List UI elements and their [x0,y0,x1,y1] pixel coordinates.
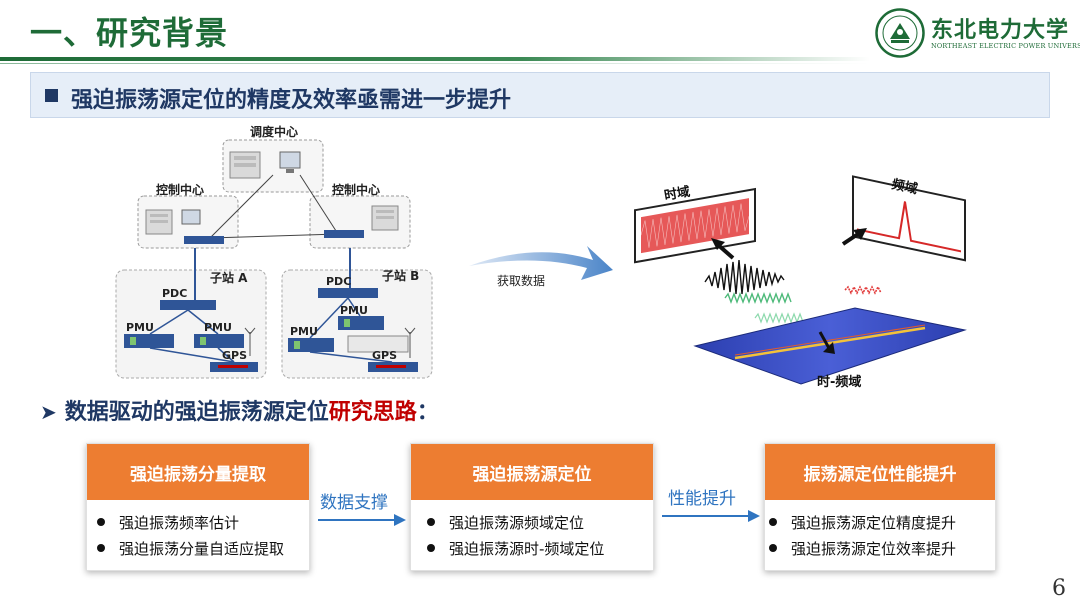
title-underline [0,57,870,61]
arrow-right-icon [318,514,406,526]
pmu-b2-label: PMU [340,304,368,317]
pmu-a1-label: PMU [126,321,154,334]
fetch-data-arrow-icon [469,246,613,280]
logo-english-name: NORTHEAST ELECTRIC POWER UNIVERSITY [931,42,1080,50]
list-item: 强迫振荡频率估计 [97,510,309,536]
pdc-b-label: PDC [326,275,351,288]
title-underline-thin [0,63,870,64]
connector-label-data-support: 数据支撑 [320,493,388,513]
time-frequency-illustration: 时域 频域 时-频域 [634,175,967,390]
key-point-banner: 强迫振荡源定位的精度及效率亟需进一步提升 [30,72,1050,118]
list-item: 强迫振荡源频域定位 [427,510,653,536]
connector-label-performance-up: 性能提升 [668,489,736,509]
flow-box-source-location: 强迫振荡源定位 强迫振荡源频域定位 强迫振荡源时-频域定位 [410,443,654,571]
fetch-data-label: 获取数据 [497,274,546,288]
flow-box-performance: 振荡源定位性能提升 强迫振荡源定位精度提升 强迫振荡源定位效率提升 [764,443,996,571]
research-idea-heading: ➤ 数据驱动的强迫振荡源定位研究思路： [40,394,439,426]
control-center-left-label: 控制中心 [156,182,204,197]
measurement-network-diagram: 调度中心 控制中心 控制中心 子站 A 子站 B PDC PDC PMU PMU… [115,124,433,379]
page-title: 一、研究背景 [30,14,229,52]
dispatch-center-label: 调度中心 [250,124,298,139]
pmu-a2-device [194,334,244,348]
heading-tail-text: ： [416,400,439,425]
flow-box-title: 强迫振荡分量提取 [87,444,309,500]
heading-highlight-text: 研究思路 [328,400,417,425]
pmu-a1-device [124,334,174,348]
list-item: 强迫振荡源时-频域定位 [427,536,653,562]
university-seal-icon [875,8,925,58]
substation-a-label: 子站 A [210,270,248,285]
gps-b-label: GPS [372,349,397,362]
square-bullet-icon [45,89,58,102]
time-domain-label: 时域 [663,184,691,204]
frequency-domain-label: 频域 [890,176,919,197]
page-number: 6 [1052,576,1066,601]
substation-a-box [115,269,267,379]
logo-chinese-name: 东北电力大学 [931,17,1070,43]
gps-a-label: GPS [222,349,247,362]
flow-box-title: 强迫振荡源定位 [411,444,653,500]
substation-b-label: 子站 B [382,268,419,283]
list-item: 强迫振荡源定位精度提升 [769,510,995,536]
pdc-a-device [160,300,216,310]
heading-main-text: 数据驱动的强迫振荡源定位 [64,400,329,425]
flow-box-component-extraction: 强迫振荡分量提取 强迫振荡频率估计 强迫振荡分量自适应提取 [86,443,310,571]
pmu-b1-label: PMU [290,325,318,338]
pdc-b-device [318,288,378,298]
list-item: 强迫振荡源定位效率提升 [769,536,995,562]
pdc-a-label: PDC [162,287,187,300]
arrow-right-icon [662,510,760,522]
university-logo: 东北电力大学 NORTHEAST ELECTRIC POWER UNIVERSI… [875,6,1080,60]
list-item: 强迫振荡分量自适应提取 [97,536,309,562]
banner-text: 强迫振荡源定位的精度及效率亟需进一步提升 [71,88,512,113]
pmu-a2-label: PMU [204,321,232,334]
chevron-right-icon: ➤ [40,400,57,424]
control-center-right-label: 控制中心 [332,182,380,197]
flow-box-title: 振荡源定位性能提升 [765,444,995,500]
time-frequency-label: 时-频域 [817,374,861,390]
